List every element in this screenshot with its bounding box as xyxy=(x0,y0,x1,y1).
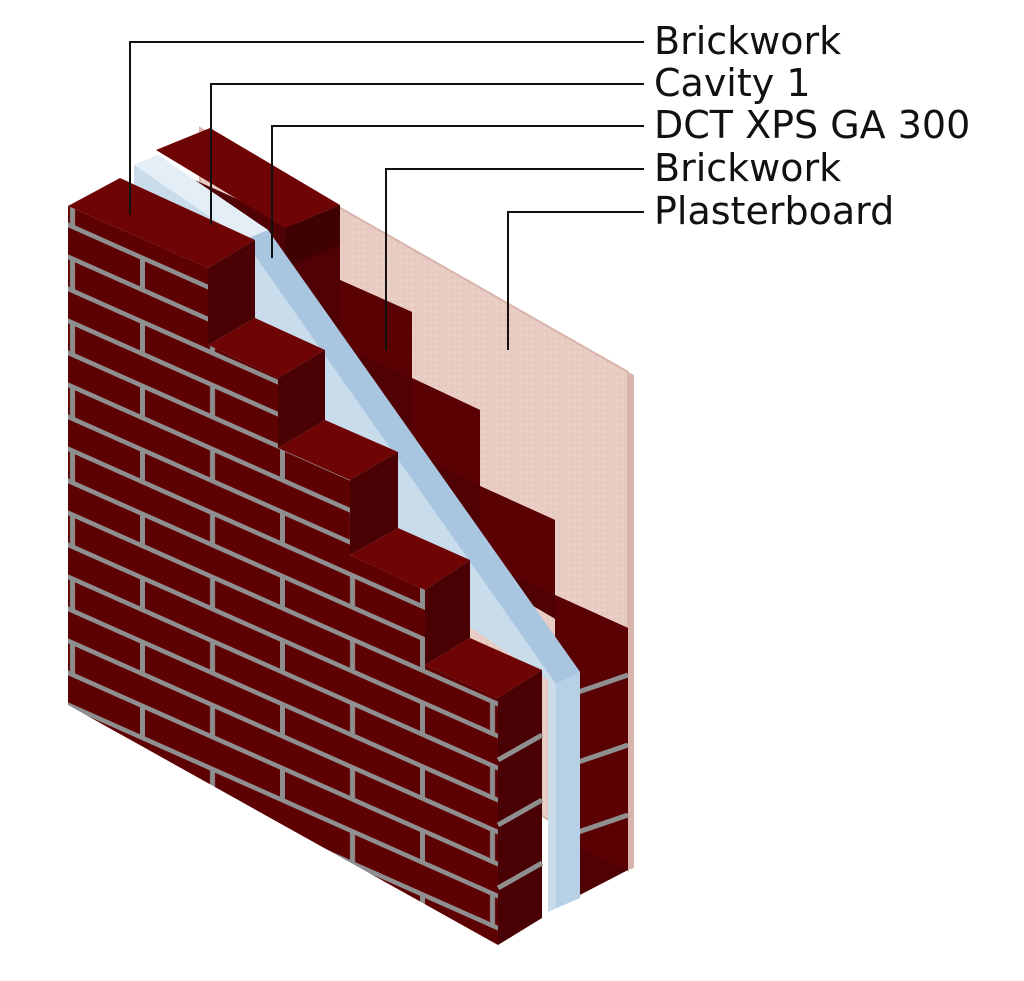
outer-brickwork-leaf xyxy=(68,178,544,945)
leader-cavity xyxy=(210,83,644,225)
leader-inner-brickwork xyxy=(385,168,644,350)
label-inner-brickwork: Brickwork xyxy=(654,146,841,190)
leader-lines xyxy=(129,41,644,350)
label-outer-brickwork: Brickwork xyxy=(654,19,841,63)
label-cavity: Cavity 1 xyxy=(654,61,811,105)
leader-outer-brickwork xyxy=(129,41,644,215)
plasterboard-edge xyxy=(628,372,634,870)
leader-plasterboard xyxy=(507,211,644,350)
leader-insulation xyxy=(271,125,644,258)
label-plasterboard: Plasterboard xyxy=(654,189,894,233)
label-insulation: DCT XPS GA 300 xyxy=(654,103,970,147)
